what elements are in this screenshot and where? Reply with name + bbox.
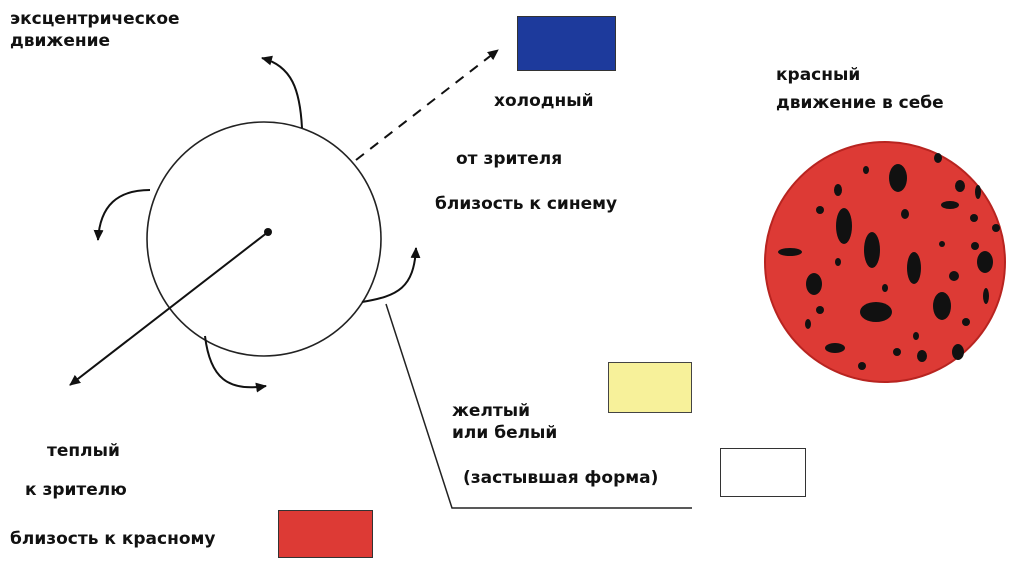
label-to-viewer: к зрителю bbox=[25, 480, 127, 500]
label-red-line2: движение в себе bbox=[776, 93, 944, 113]
label-from-viewer: от зрителя bbox=[456, 149, 563, 169]
white-swatch bbox=[720, 448, 806, 497]
arrow-to-viewer bbox=[69, 231, 269, 386]
label-eccentric-line2: движение bbox=[10, 31, 111, 51]
label-yellow-line1: желтый bbox=[452, 401, 531, 421]
connector-line bbox=[385, 303, 692, 509]
blue-swatch bbox=[517, 16, 616, 71]
label-near-red: близость к красному bbox=[10, 529, 216, 549]
red-swatch bbox=[278, 510, 373, 558]
red-circle bbox=[764, 141, 1006, 383]
label-warm: теплый bbox=[47, 441, 120, 461]
arrow-from-viewer bbox=[355, 49, 499, 161]
eccentric-arrow-bottom bbox=[204, 335, 267, 393]
label-frozen-form: (застывшая форма) bbox=[463, 468, 659, 488]
label-eccentric: эксцентрическое движение bbox=[10, 8, 180, 52]
label-eccentric-line1: эксцентрическое bbox=[10, 9, 180, 29]
central-circle bbox=[146, 121, 382, 357]
label-near-blue: близость к синему bbox=[435, 194, 618, 214]
label-red: красный движение в себе bbox=[776, 64, 944, 114]
label-cold: холодный bbox=[494, 91, 594, 111]
eccentric-arrow-left bbox=[93, 189, 151, 241]
label-yellow: желтый или белый bbox=[452, 400, 557, 444]
yellow-swatch bbox=[608, 362, 692, 413]
eccentric-arrow-top bbox=[261, 55, 303, 129]
label-yellow-line2: или белый bbox=[452, 423, 558, 443]
label-red-line1: красный bbox=[776, 65, 861, 85]
eccentric-arrow-right bbox=[361, 247, 421, 303]
